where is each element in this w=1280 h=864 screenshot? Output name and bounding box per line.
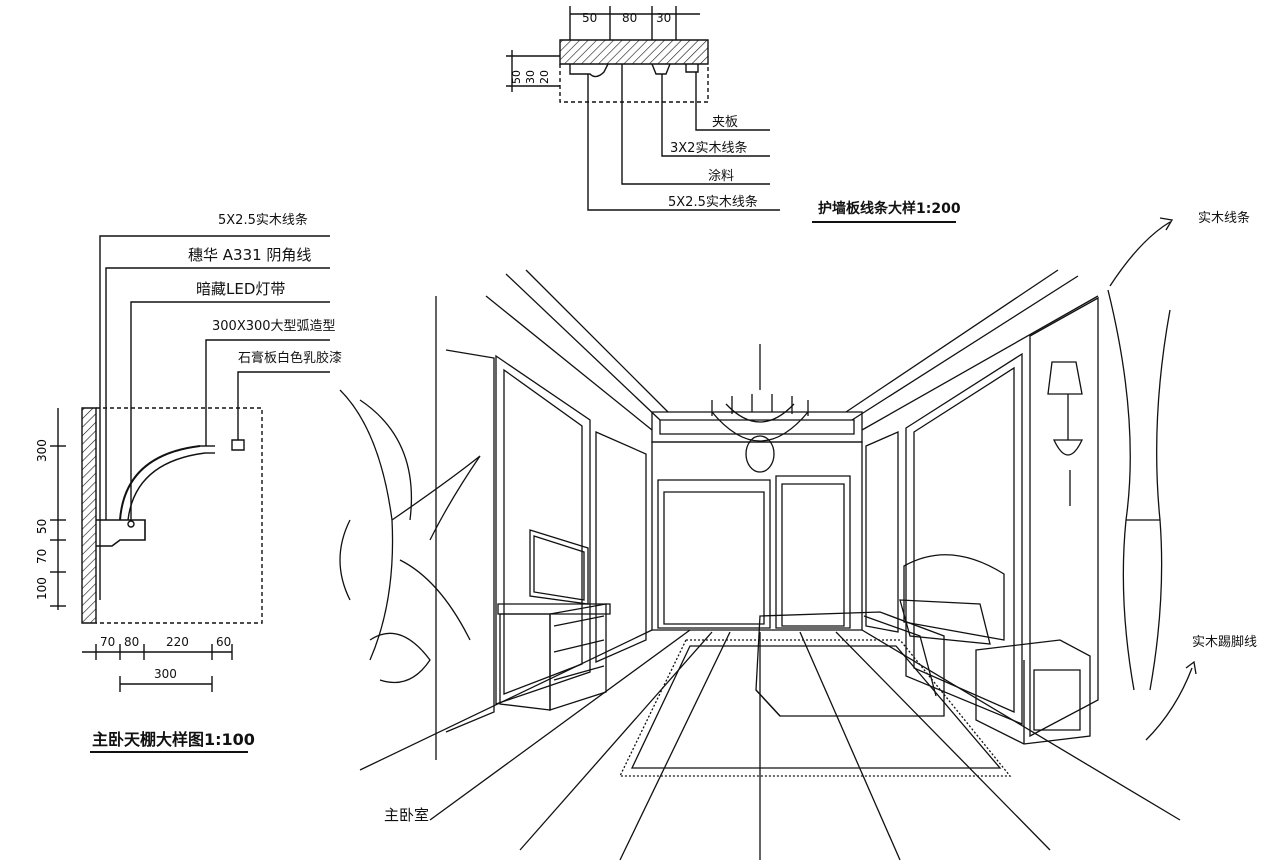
panel-top-dim-80: 80: [622, 11, 638, 25]
panel-callout-plywood: 夹板: [712, 115, 739, 130]
panel-top-dim-30: 30: [656, 11, 672, 25]
bedroom-perspective-sketch: [340, 218, 1196, 860]
ceiling-hdim-80: 80: [124, 635, 140, 649]
room-callout-skirting: 实木踢脚线: [1192, 635, 1258, 650]
panel-left-dim-30: 30: [524, 70, 537, 84]
ceiling-hdim-220: 220: [166, 635, 189, 649]
panel-callout-3x2-moulding: 3X2实木线条: [670, 141, 748, 156]
room-caption: 主卧室: [384, 806, 430, 824]
ceiling-hdim-60: 60: [216, 635, 232, 649]
ceiling-callout-moulding: 5X2.5实木线条: [218, 213, 308, 228]
ceiling-vdim-70: 70: [35, 549, 49, 564]
wall-panel-detail-drawing: [506, 6, 956, 222]
ceiling-callout-led: 暗藏LED灯带: [196, 280, 286, 298]
ceiling-callout-arc: 300X300大型弧造型: [212, 319, 336, 334]
wall-panel-detail-title: 护墙板线条大样1:200: [818, 201, 961, 217]
room-callout-moulding: 实木线条: [1198, 211, 1251, 226]
ceiling-hdim-70: 70: [100, 635, 116, 649]
ceiling-vdim-300: 300: [35, 439, 49, 462]
panel-left-dim-20: 20: [538, 70, 551, 84]
ceiling-vdim-50: 50: [35, 519, 49, 534]
ceiling-detail-drawing: [50, 236, 330, 752]
ceiling-vdim-100: 100: [35, 577, 49, 600]
panel-top-dim-50: 50: [582, 11, 598, 25]
ceiling-callout-gypsum: 石膏板白色乳胶漆: [238, 351, 343, 366]
ceiling-total-dim: 300: [154, 667, 177, 681]
panel-callout-5x2.5-moulding: 5X2.5实木线条: [668, 195, 758, 210]
ceiling-callout-cornice: 穗华 A331 阴角线: [188, 246, 312, 264]
panel-callout-paint: 涂料: [708, 169, 735, 184]
ceiling-detail-title: 主卧天棚大样图1:100: [92, 730, 255, 749]
panel-left-dim-50: 50: [510, 70, 523, 84]
